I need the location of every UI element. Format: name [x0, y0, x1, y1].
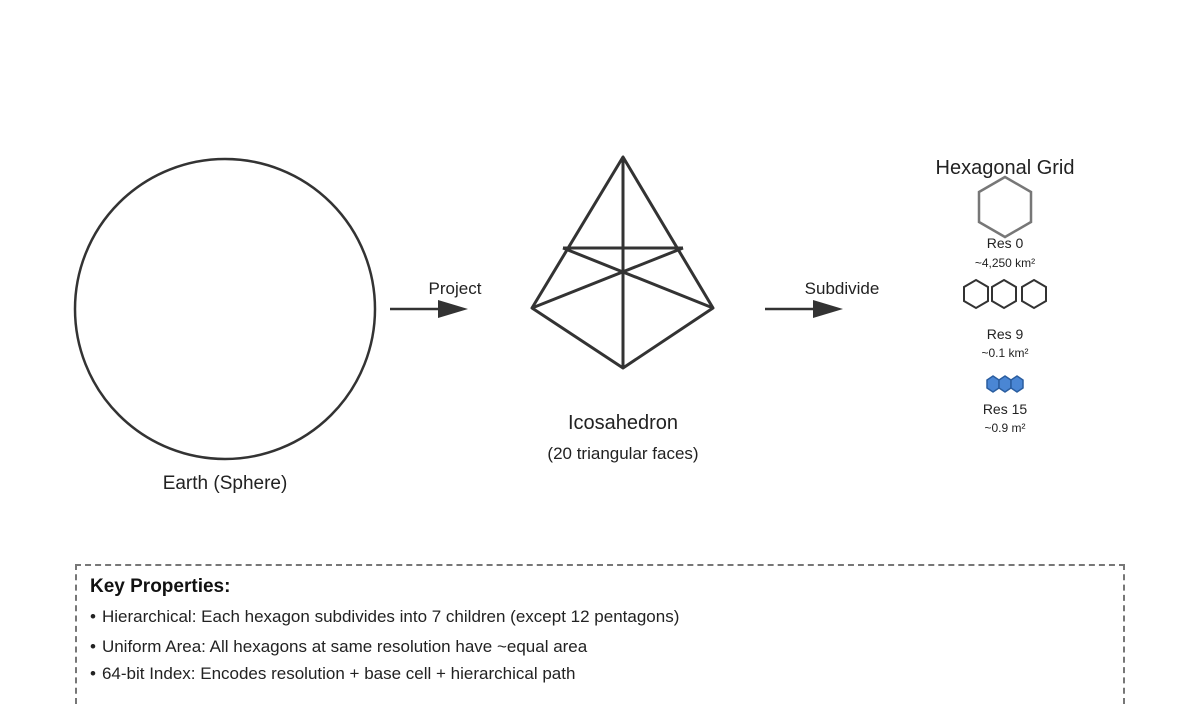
res9-hexagon	[963, 278, 989, 310]
res9-hexagon	[991, 278, 1017, 310]
res15-hexagon	[986, 375, 1000, 393]
project-label: Project	[429, 279, 482, 298]
key-properties-title: Key Properties:	[90, 576, 231, 597]
property-text: 64-bit Index: Encodes resolution + base …	[101, 664, 576, 683]
res0-area: ~4,250 km²	[975, 256, 1035, 270]
bullet: •	[90, 607, 96, 626]
res15-hexagons	[986, 375, 1024, 393]
res0-label: Res 0	[987, 235, 1024, 251]
res9-label: Res 9	[987, 326, 1024, 342]
icosahedron-sublabel: (20 triangular faces)	[547, 444, 698, 463]
res9-hexagons	[963, 278, 1047, 310]
key-properties-box	[75, 564, 1125, 704]
sphere-label: Earth (Sphere)	[163, 473, 288, 494]
property-item: • Hierarchical: Each hexagon subdivides i…	[90, 607, 679, 627]
icosahedron-label: Icosahedron	[568, 412, 678, 434]
earth-sphere	[73, 157, 377, 461]
res15-hexagon	[998, 375, 1012, 393]
bullet: •	[90, 637, 96, 656]
hex-grid-title: Hexagonal Grid	[936, 157, 1075, 179]
subdivide-arrow	[765, 300, 843, 318]
res0-hexagon	[977, 175, 1033, 239]
h3-diagram: Earth (Sphere) Project Icosahedron (20 t…	[73, 155, 1075, 494]
property-item: • 64-bit Index: Encodes resolution + base…	[90, 664, 575, 684]
res15-hexagon	[1010, 375, 1024, 393]
property-text: Hierarchical: Each hexagon subdivides in…	[101, 607, 680, 626]
res15-label: Res 15	[983, 401, 1028, 417]
res9-hexagon	[1021, 278, 1047, 310]
icosahedron-shape	[530, 155, 715, 370]
res15-area: ~0.9 m²	[984, 421, 1025, 435]
property-text: Uniform Area: All hexagons at same resol…	[101, 637, 588, 656]
property-item: • Uniform Area: All hexagons at same reso…	[90, 637, 587, 657]
subdivide-label: Subdivide	[805, 279, 880, 298]
bullet: •	[90, 664, 96, 683]
res9-area: ~0.1 km²	[981, 346, 1028, 360]
project-arrow	[390, 300, 468, 318]
